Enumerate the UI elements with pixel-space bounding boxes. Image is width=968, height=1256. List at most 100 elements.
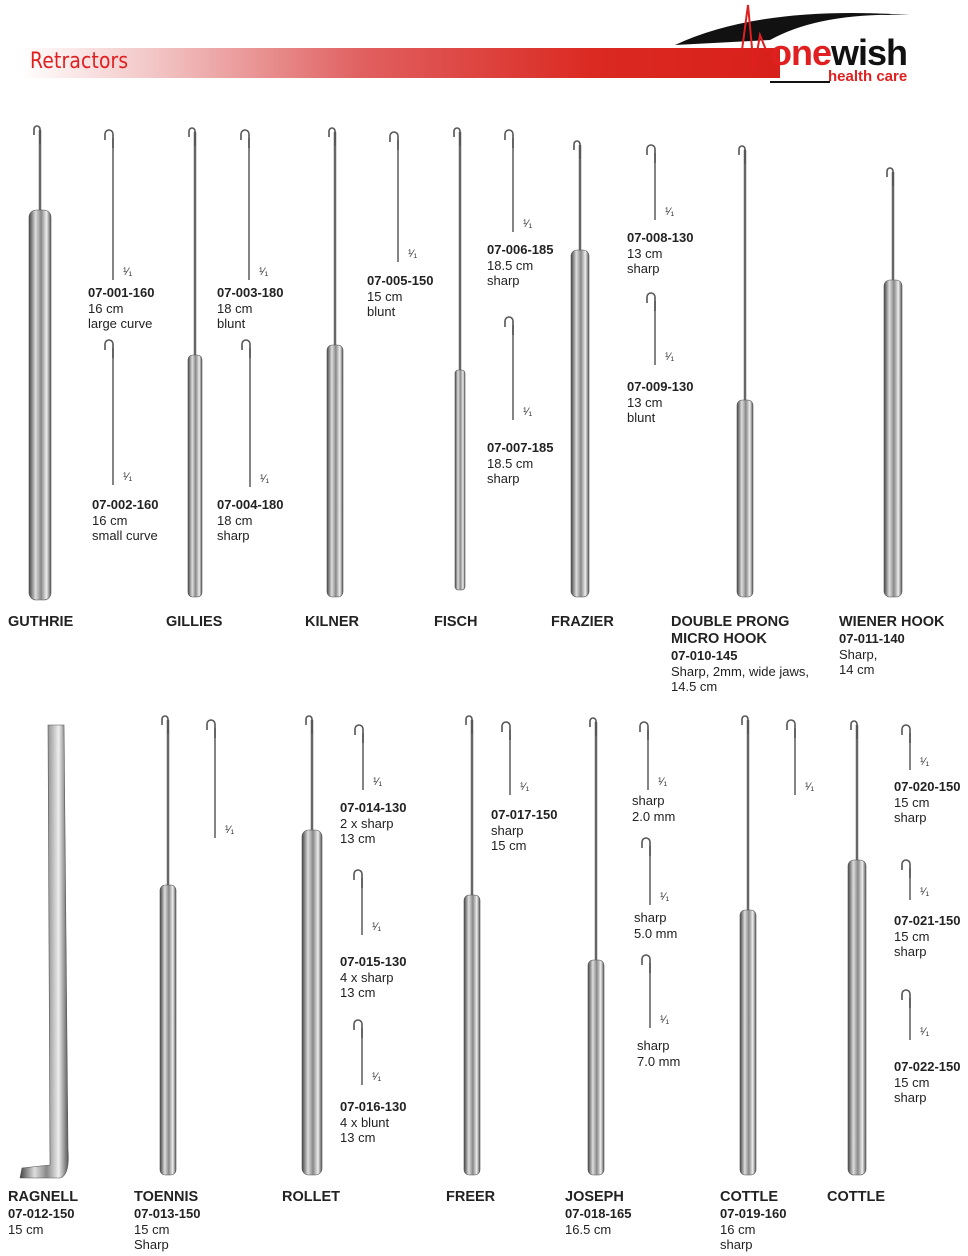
instrument-handle xyxy=(187,354,203,598)
spec-line: sharp xyxy=(634,910,667,925)
instrument-name: GUTHRIE xyxy=(8,614,74,630)
product-code: 07-010-145 xyxy=(671,648,738,663)
spec-line: 15 cm xyxy=(367,288,403,304)
product-code: 07-009-130 xyxy=(627,379,694,394)
instrument-block: JOSEPH 07-018-165 16.5 cm xyxy=(565,1189,632,1237)
spec-line: Sharp xyxy=(134,1237,169,1252)
spec-line: sharp xyxy=(720,1237,753,1252)
product-code: 07-019-160 xyxy=(720,1206,787,1221)
spec-line: 18.5 cm xyxy=(487,257,534,273)
hook-tip-icon xyxy=(353,869,363,888)
spec-line: sharp xyxy=(632,793,665,808)
spec-line: 18 cm xyxy=(217,512,253,528)
scale-mark: ¹⁄₁ xyxy=(920,1026,930,1038)
hook-tip-icon xyxy=(646,144,656,163)
hook-tip-icon xyxy=(589,717,597,736)
product-code: 07-011-140 xyxy=(839,631,905,646)
spec-line: 15 cm xyxy=(491,838,527,853)
spec-line: 18.5 cm xyxy=(487,455,534,471)
instrument-handle xyxy=(301,829,323,1176)
spec-line: 18 cm xyxy=(217,300,253,316)
instrument-name: MICRO HOOK xyxy=(671,631,767,647)
spec-line: 15 cm xyxy=(894,928,930,944)
spec-line: 13 cm xyxy=(340,831,376,846)
scale-mark: ¹⁄₁ xyxy=(523,218,533,230)
instrument-name: FREER xyxy=(446,1189,496,1205)
product-code: 07-016-130 xyxy=(340,1099,407,1114)
hook-tip-icon xyxy=(104,339,114,358)
spec-line: blunt xyxy=(627,410,656,425)
instrument-block: TOENNIS 07-013-150 15 cm Sharp xyxy=(134,1189,201,1253)
hook-tip-icon xyxy=(901,859,911,878)
spec-line: sharp xyxy=(487,471,520,486)
scale-mark: ¹⁄₁ xyxy=(920,886,930,898)
product-code: 07-018-165 xyxy=(565,1206,632,1221)
scale-mark: ¹⁄₁ xyxy=(260,473,270,485)
instrument-name: JOSEPH xyxy=(565,1189,624,1205)
spec-line: sharp xyxy=(894,810,927,825)
spec-line: Sharp, 2mm, wide jaws, xyxy=(671,663,809,679)
spec-line: 14 cm xyxy=(839,662,875,677)
hook-tip-icon xyxy=(305,715,313,734)
spec-line: sharp xyxy=(894,1090,927,1105)
hook-tip-icon xyxy=(465,715,473,734)
product-code: 07-003-180 xyxy=(217,285,284,300)
scale-mark: ¹⁄₁ xyxy=(373,776,383,788)
spec-line: blunt xyxy=(367,304,396,319)
scale-mark: ¹⁄₁ xyxy=(372,1071,382,1083)
instrument-name: GILLIES xyxy=(166,614,223,630)
hook-tip-icon xyxy=(161,715,169,734)
instrument-block: RAGNELL 07-012-150 15 cm xyxy=(8,1189,78,1237)
hook-tip-icon xyxy=(104,129,114,148)
hook-tip-icon xyxy=(501,721,511,740)
scale-mark: ¹⁄₁ xyxy=(123,266,133,278)
product-code: 07-012-150 xyxy=(8,1206,75,1221)
ragnell-blade xyxy=(19,724,69,1179)
instrument-name: KILNER xyxy=(305,614,359,630)
product-code: 07-008-130 xyxy=(627,230,694,245)
product-code: 07-006-185 xyxy=(487,242,554,257)
product-code: 07-004-180 xyxy=(217,497,284,512)
spec-line: small curve xyxy=(92,528,158,543)
spec-line: sharp xyxy=(487,273,520,288)
hook-tip-icon xyxy=(33,125,41,144)
hook-tip-icon xyxy=(241,339,251,358)
hook-tip-icon xyxy=(504,316,514,335)
logo-brand-one: one xyxy=(770,32,832,73)
spec-line: sharp xyxy=(491,822,524,838)
instrument-name: DOUBLE PRONG xyxy=(671,614,790,630)
product-code: 07-017-150 xyxy=(491,807,558,822)
spec-line: 14.5 cm xyxy=(671,679,718,694)
instrument-handle xyxy=(159,884,177,1176)
product-code: 07-021-150 xyxy=(894,913,961,928)
spec-line: 7.0 mm xyxy=(637,1053,681,1069)
instrument-handle xyxy=(587,959,605,1176)
instrument-handle xyxy=(847,859,867,1176)
spec-line: 13 cm xyxy=(340,985,376,1000)
product-code: 07-002-160 xyxy=(92,497,159,512)
spec-line: blunt xyxy=(217,316,246,331)
spec-line: 15 cm xyxy=(8,1221,44,1237)
spec-line: 15 cm xyxy=(894,794,930,810)
instrument-name: FRAZIER xyxy=(551,614,614,630)
logo-brand-wish: wish xyxy=(831,32,908,73)
scale-mark: ¹⁄₁ xyxy=(520,781,530,793)
scale-mark: ¹⁄₁ xyxy=(523,406,533,418)
hook-tip-icon xyxy=(573,140,581,159)
spec-line: 16 cm xyxy=(720,1221,756,1237)
hook-tip-icon xyxy=(886,167,894,186)
spec-line: sharp xyxy=(637,1038,670,1053)
instrument-block: WIENER HOOK 07-011-140 Sharp, 14 cm xyxy=(839,614,945,678)
scale-mark: ¹⁄₁ xyxy=(920,756,930,768)
hook-tip-icon xyxy=(188,127,196,146)
spec-line: 13 cm xyxy=(627,245,663,261)
hook-tip-icon xyxy=(206,719,216,738)
